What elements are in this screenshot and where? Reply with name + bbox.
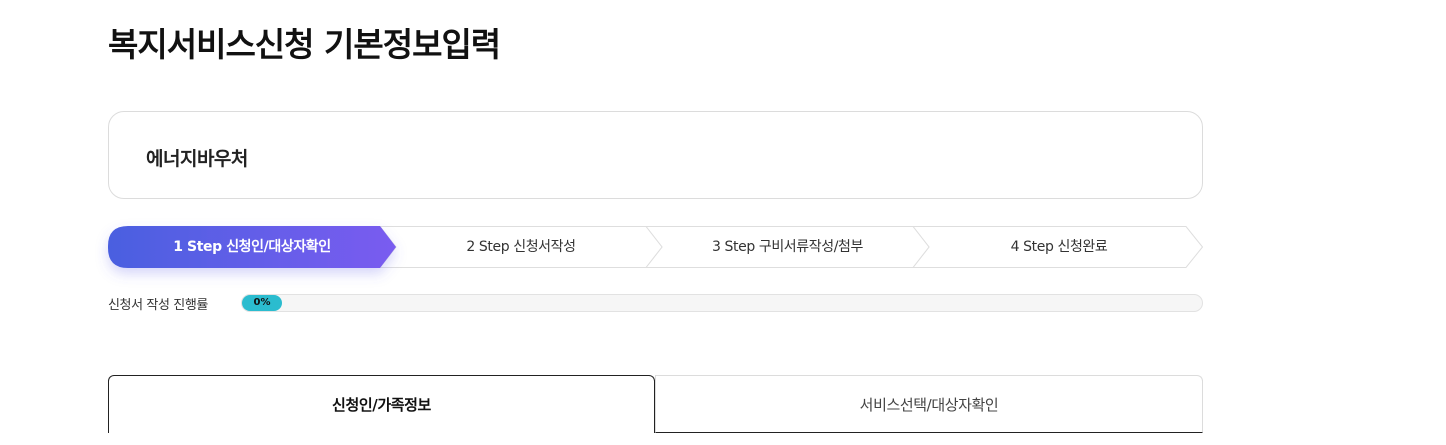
tab-service-selection[interactable]: 서비스선택/대상자확인 (655, 375, 1203, 433)
application-progress: 신청서 작성 진행률 0% (108, 293, 1203, 313)
service-name-card: 에너지바우처 (108, 111, 1203, 199)
tab-applicant-family-info[interactable]: 신청인/가족정보 (108, 375, 655, 433)
step-frame (108, 226, 1204, 268)
progress-track: 0% (241, 294, 1203, 312)
step-1-label: 1 Step 신청인/대상자확인 (173, 239, 331, 255)
step-1-shape[interactable] (108, 226, 396, 268)
service-name: 에너지바우처 (146, 148, 248, 170)
progress-label: 신청서 작성 진행률 (108, 298, 208, 313)
step-progress-bar: 1 Step 신청인/대상자확인 2 Step 신청서작성 3 Step 구비서… (108, 226, 1204, 268)
info-tabs: 신청인/가족정보 서비스선택/대상자확인 (108, 375, 1203, 433)
page-title: 복지서비스신청 기본정보입력 (108, 25, 501, 64)
step-3-label: 3 Step 구비서류작성/첨부 (711, 239, 864, 255)
step-4-label: 4 Step 신청완료 (1010, 239, 1108, 255)
progress-value: 0% (253, 297, 271, 308)
step-2-label: 2 Step 신청서작성 (466, 239, 576, 255)
progress-fill (242, 295, 282, 311)
